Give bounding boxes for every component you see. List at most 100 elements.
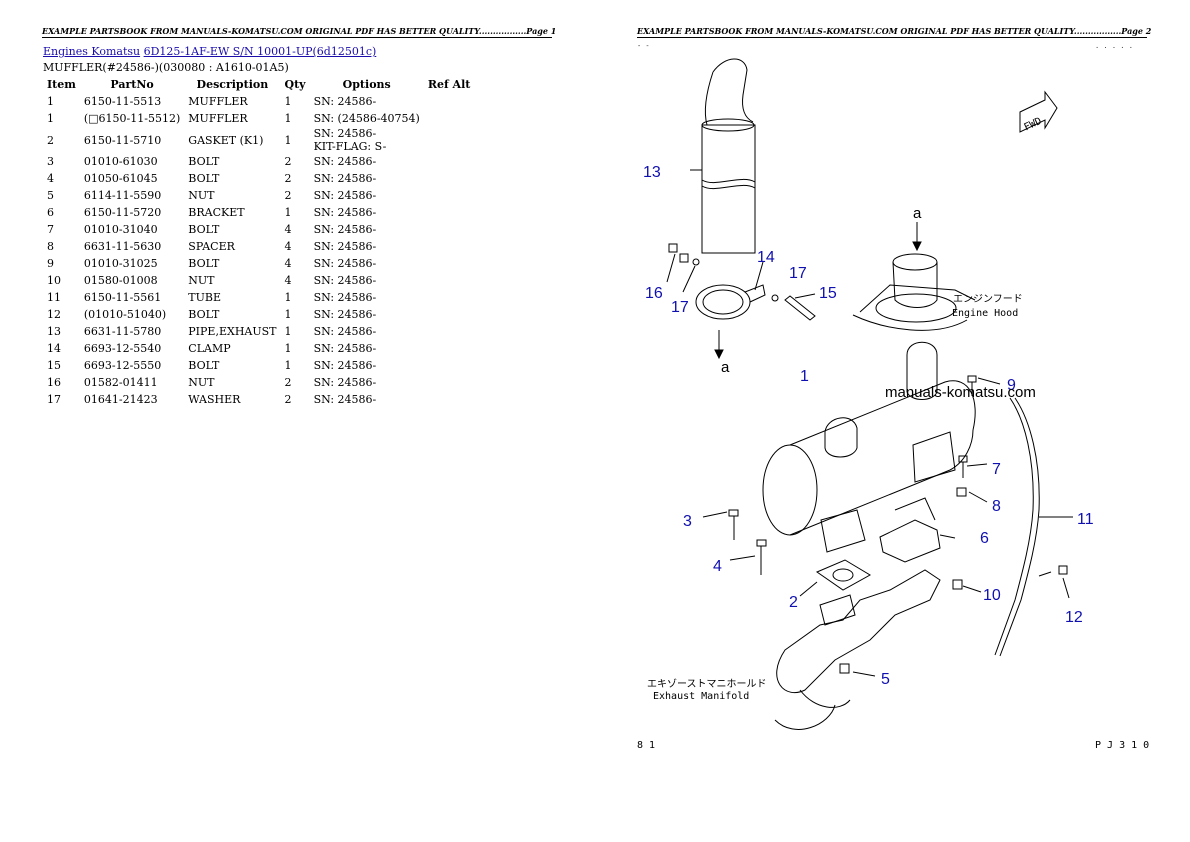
callout-14: 14 — [757, 249, 775, 266]
cell-options: SN: 24586- — [310, 238, 424, 255]
cell-ref-alt — [424, 170, 475, 187]
cell-qty: 4 — [284, 223, 292, 236]
cell-description: BRACKET — [188, 206, 245, 219]
cell-qty: 1 — [284, 206, 292, 219]
option-line: SN: 24586- — [313, 172, 377, 185]
cell-ref-alt — [424, 187, 475, 204]
cell-qty: 1 — [284, 342, 292, 355]
engine-hood-jp: エンジンフード — [953, 294, 1023, 305]
cell-item: 7 — [47, 223, 54, 236]
exploded-diagram: 13 14 17 15 16 17 1 9 7 8 11 3 6 4 2 10 … — [637, 58, 1149, 751]
cell-ref-alt — [424, 255, 475, 272]
cell-qty: 1 — [284, 95, 292, 108]
breadcrumb-link-model[interactable]: 6D125-1AF-EW S/N 10001-UP(6d12501c) — [143, 45, 377, 58]
cell-ref-alt — [424, 272, 475, 289]
option-line: SN: 24586- — [313, 189, 377, 202]
cell-qty: 1 — [284, 291, 292, 304]
cell-item: 2 — [47, 133, 54, 147]
cell-options: SN: 24586- — [310, 187, 424, 204]
cell-partno: 01050-61045 — [83, 172, 158, 185]
col-qty: Qty — [284, 78, 306, 91]
cell-partno: 6150-11-5513 — [83, 95, 162, 108]
exhaust-manifold-en: Exhaust Manifold — [653, 691, 749, 702]
table-header-row: Item PartNo Description Qty Options Ref … — [43, 76, 474, 93]
cell-partno: 6693-12-5550 — [83, 359, 162, 372]
callout-12: 12 — [1065, 609, 1083, 626]
option-line: SN: 24586- — [313, 376, 377, 389]
page-header: EXAMPLE PARTSBOOK FROM MANUALS-KOMATSU.C… — [42, 26, 557, 38]
option-line: SN: 24586- — [313, 257, 377, 270]
breadcrumb: Engines Komatsu 6D125-1AF-EW S/N 10001-U… — [43, 45, 376, 58]
cell-description: BOLT — [188, 359, 220, 372]
option-line: SN: 24586- — [313, 206, 377, 219]
cell-description: NUT — [188, 376, 215, 389]
cell-partno: 6693-12-5540 — [83, 342, 162, 355]
cell-ref-alt — [424, 306, 475, 323]
cell-partno: 01641-21423 — [83, 393, 158, 406]
cell-description: BOLT — [188, 223, 220, 236]
cell-options: SN: 24586- — [310, 306, 424, 323]
cell-qty: 2 — [284, 155, 292, 168]
callout-11: 11 — [1077, 511, 1094, 528]
col-description: Description — [196, 78, 269, 91]
label-a-lower: a — [721, 359, 730, 376]
cell-qty: 2 — [284, 172, 292, 185]
cell-partno: 01010-61030 — [83, 155, 158, 168]
cell-description: GASKET (K1) — [188, 133, 264, 147]
callout-4: 4 — [713, 558, 722, 575]
cell-partno: 01580-01008 — [83, 274, 158, 287]
option-line-2: KIT-FLAG: S- — [313, 140, 387, 153]
cell-item: 9 — [47, 257, 54, 270]
cell-ref-alt — [424, 127, 475, 153]
cell-ref-alt — [424, 153, 475, 170]
callout-17b: 17 — [671, 299, 689, 316]
cell-options: SN: 24586- — [310, 272, 424, 289]
col-options: Options — [342, 78, 391, 91]
cell-ref-alt — [424, 204, 475, 221]
cell-options: SN: 24586- — [310, 289, 424, 306]
cell-item: 10 — [47, 274, 61, 287]
cell-qty: 1 — [284, 325, 292, 338]
cell-description: TUBE — [188, 291, 222, 304]
cell-options: SN: 24586- — [310, 374, 424, 391]
callout-3: 3 — [683, 513, 692, 530]
footer-left: 8 1 — [637, 740, 655, 751]
cell-description: MUFFLER — [188, 112, 248, 125]
callout-9: 9 — [1007, 377, 1016, 394]
page-subtitle: MUFFLER(#24586-)(030080 : A1610-01A5) — [43, 61, 289, 74]
callout-1: 1 — [800, 368, 809, 385]
option-line: SN: 24586- — [313, 127, 377, 140]
option-line: SN: 24586- — [313, 325, 377, 338]
cell-item: 3 — [47, 155, 54, 168]
col-partno: PartNo — [110, 78, 154, 91]
breadcrumb-link-engines[interactable]: Engines Komatsu — [43, 45, 141, 58]
cell-description: WASHER — [188, 393, 241, 406]
callout-6: 6 — [980, 530, 989, 547]
exhaust-manifold-jp: エキゾーストマニホールド — [647, 678, 767, 690]
cell-options: SN: 24586- — [310, 221, 424, 238]
cell-item: 4 — [47, 172, 54, 185]
cell-qty: 2 — [284, 189, 292, 202]
option-line: SN: 24586- — [313, 359, 377, 372]
cell-options: SN: 24586- — [310, 255, 424, 272]
footer-right: P J 3 1 0 — [1095, 740, 1149, 751]
engine-hood — [852, 253, 976, 331]
cell-qty: 4 — [284, 257, 292, 270]
cell-ref-alt — [424, 323, 475, 340]
callout-15: 15 — [819, 285, 837, 302]
cell-item: 1 — [47, 112, 54, 125]
cell-partno: 01582-01411 — [83, 376, 158, 389]
cell-qty: 2 — [284, 393, 292, 406]
muffler — [762, 341, 976, 553]
option-line: SN: 24586- — [313, 274, 377, 287]
cell-ref-alt — [424, 238, 475, 255]
gasket — [799, 559, 871, 597]
clamp-bolt — [771, 293, 816, 321]
cell-qty: 2 — [284, 376, 292, 389]
